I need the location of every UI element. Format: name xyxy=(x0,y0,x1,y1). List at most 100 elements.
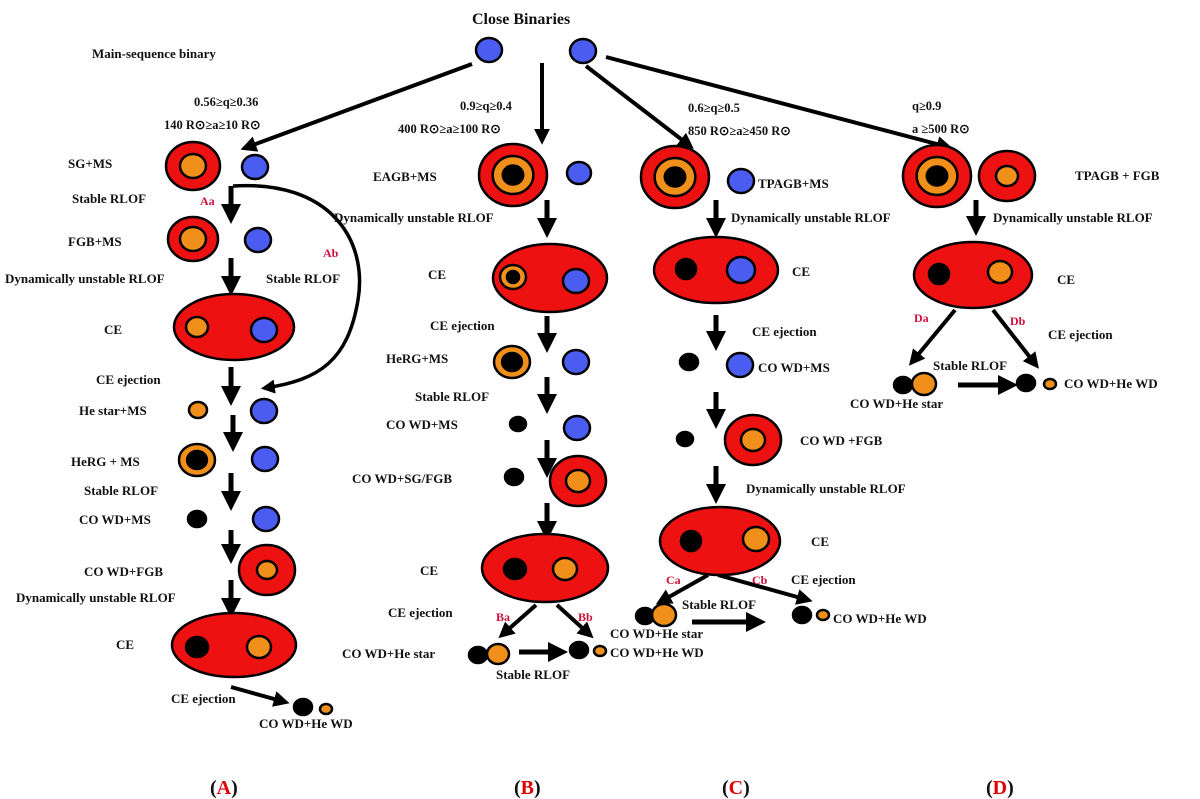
helium-star xyxy=(187,400,209,420)
wd-body xyxy=(568,640,590,660)
ce-ms-star xyxy=(561,267,591,295)
panel-label-a: (A) xyxy=(210,777,238,799)
branch-label: Da xyxy=(914,311,929,325)
agb-star xyxy=(639,144,711,210)
helium-star xyxy=(815,608,831,622)
flow-arrow xyxy=(240,62,473,152)
white-dwarf xyxy=(568,640,590,660)
main-sequence-star xyxy=(240,153,270,181)
branch-label: Aa xyxy=(200,194,215,208)
transition-label: Dynamically unstable RLOF xyxy=(993,210,1153,225)
giant-star xyxy=(977,149,1037,203)
ms-star-body xyxy=(474,36,504,64)
wd-body xyxy=(508,415,528,433)
transition-label: Stable RLOF xyxy=(496,667,571,682)
he-star-body xyxy=(187,400,209,420)
state-label: CO WD+He WD xyxy=(1064,376,1158,391)
state-label: CO WD+He star xyxy=(850,396,944,411)
ms-star-body xyxy=(243,226,273,254)
main-sequence-star xyxy=(561,348,591,376)
wd-body xyxy=(186,509,208,529)
transition-label: Dynamically unstable RLOF xyxy=(334,210,494,225)
giant-core xyxy=(564,468,592,494)
transition-label: Stable RLOF xyxy=(84,483,159,498)
ms-star-body xyxy=(250,445,280,473)
wd-body xyxy=(292,697,314,717)
state-label: SG+MS xyxy=(68,156,113,171)
transition-label: CE ejection xyxy=(388,605,453,620)
white-dwarf xyxy=(508,415,528,433)
helium-star xyxy=(650,602,678,628)
panel-label-b: (B) xyxy=(514,777,541,799)
branch-label: Db xyxy=(1010,314,1026,328)
flow-arrow xyxy=(230,685,290,707)
he-red-giant xyxy=(492,344,532,380)
giant-star xyxy=(164,140,222,192)
panel-label-c: (C) xyxy=(722,777,750,799)
ms-star-body xyxy=(565,160,593,186)
helium-star xyxy=(1042,377,1058,391)
transition-label: CE ejection xyxy=(171,691,236,706)
ce-envelope xyxy=(172,292,296,362)
transition-label: Dynamically unstable RLOF xyxy=(16,590,176,605)
condition-d-q: q≥0.9 xyxy=(912,99,942,113)
transition-label: Stable RLOF xyxy=(933,358,1008,373)
ce-wd xyxy=(674,257,698,281)
he-star-body xyxy=(318,702,334,716)
branch-label: Ca xyxy=(666,573,681,587)
condition-c-sep: 850 R⊙≥a≥450 R⊙ xyxy=(688,124,791,138)
ce-he-core xyxy=(184,315,210,339)
ce-wd xyxy=(502,557,528,581)
state-label: HeRG+MS xyxy=(386,351,449,366)
ce-envelope xyxy=(652,235,780,305)
agb-co-core xyxy=(663,166,687,188)
condition-c-q: 0.6≥q≥0.5 xyxy=(688,101,740,115)
state-label: CO WD+MS xyxy=(386,417,458,432)
transition-label: CE ejection xyxy=(752,324,817,339)
wd-body xyxy=(678,352,700,372)
ms-star-body xyxy=(562,414,592,442)
giant-star xyxy=(237,543,297,597)
transition-label: Stable RLOF xyxy=(266,271,341,286)
herg-core xyxy=(500,351,524,373)
panel-label-d: (D) xyxy=(986,777,1014,799)
flow-arrow-ab xyxy=(232,183,362,394)
transition-label: CE ejection xyxy=(96,372,161,387)
he-star-body xyxy=(910,371,938,397)
branch-label: Cb xyxy=(752,573,768,587)
giant-star xyxy=(723,413,783,467)
herg-core xyxy=(185,449,209,471)
state-label: CO WD+He WD xyxy=(610,645,704,660)
he-star-body xyxy=(485,642,511,666)
common-envelope xyxy=(658,505,782,577)
he-red-giant xyxy=(177,442,217,478)
common-envelope xyxy=(652,235,780,305)
flow-arrow xyxy=(498,603,538,639)
state-label: EAGB+MS xyxy=(373,169,437,184)
main-sequence-star xyxy=(249,397,279,425)
branch-label: Ba xyxy=(496,610,511,624)
helium-star xyxy=(485,642,511,666)
state-label: CE xyxy=(811,534,830,549)
state-label: CE xyxy=(428,267,447,282)
main-sequence-star xyxy=(243,226,273,254)
main-sequence-star xyxy=(562,414,592,442)
flow-arrow xyxy=(991,308,1039,369)
ms-star-body xyxy=(561,348,591,376)
ce-he-core xyxy=(741,525,771,553)
helium-star xyxy=(910,371,938,397)
ce-core xyxy=(505,269,521,285)
ce-he-core xyxy=(245,634,273,660)
wd-body xyxy=(1015,373,1037,393)
giant-star xyxy=(166,215,220,263)
white-dwarf xyxy=(675,430,695,448)
he-star-body xyxy=(592,644,608,658)
giant-star xyxy=(548,454,608,508)
transition-label: Dynamically unstable RLOF xyxy=(746,481,906,496)
main-sequence-star xyxy=(251,505,281,533)
giant-core xyxy=(994,164,1020,188)
giant-core xyxy=(739,427,767,453)
state-label: CO WD+SG/FGB xyxy=(352,471,452,486)
state-label: CE xyxy=(792,264,811,279)
